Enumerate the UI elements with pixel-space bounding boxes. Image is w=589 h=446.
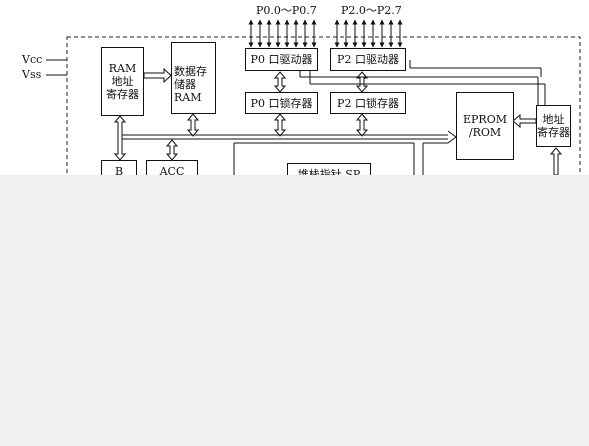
ram-address-register: RAM 地址 寄存器 — [101, 47, 144, 116]
p0-port-pins — [248, 19, 317, 48]
lower-bus — [233, 142, 448, 175]
p2-port-driver: P2 口驱动器 — [330, 48, 406, 71]
p2-port-latch: P2 口锁存器 — [330, 92, 406, 114]
vcc-label: Vcc — [22, 53, 43, 66]
addr-to-eprom-arrow — [512, 113, 537, 129]
eprom-rom: EPROM /ROM — [456, 92, 514, 160]
p0-port-driver: P0 口驱动器 — [245, 48, 318, 71]
p2-bus-label: P2.0～P2.7 — [341, 4, 402, 17]
address-feedback-lines — [299, 60, 546, 105]
stack-pointer-sp: 堆栈指针 SP — [287, 163, 371, 175]
data-memory-ram: 数据存 储器 RAM — [171, 42, 216, 114]
diagram-wires — [46, 19, 581, 175]
block-diagram: Vcc Vss P0.0～P0.7 P2.0～P2.7 RAM 地址 寄存器 数… — [0, 0, 589, 175]
p0-port-latch: P0 口锁存器 — [245, 92, 318, 114]
blank-lower-region — [0, 175, 589, 446]
p2-port-pins — [334, 19, 403, 48]
b-register: B — [101, 160, 137, 175]
ram-addr-to-ram-arrow — [143, 67, 172, 84]
p0-bus-label: P0.0～P0.7 — [256, 4, 317, 17]
address-register: 地址 寄存器 — [536, 105, 571, 147]
vertical-bus-arrows — [113, 71, 563, 175]
accumulator-acc: ACC — [146, 160, 198, 175]
vss-label: Vss — [22, 68, 42, 81]
chip-outline — [66, 36, 581, 175]
